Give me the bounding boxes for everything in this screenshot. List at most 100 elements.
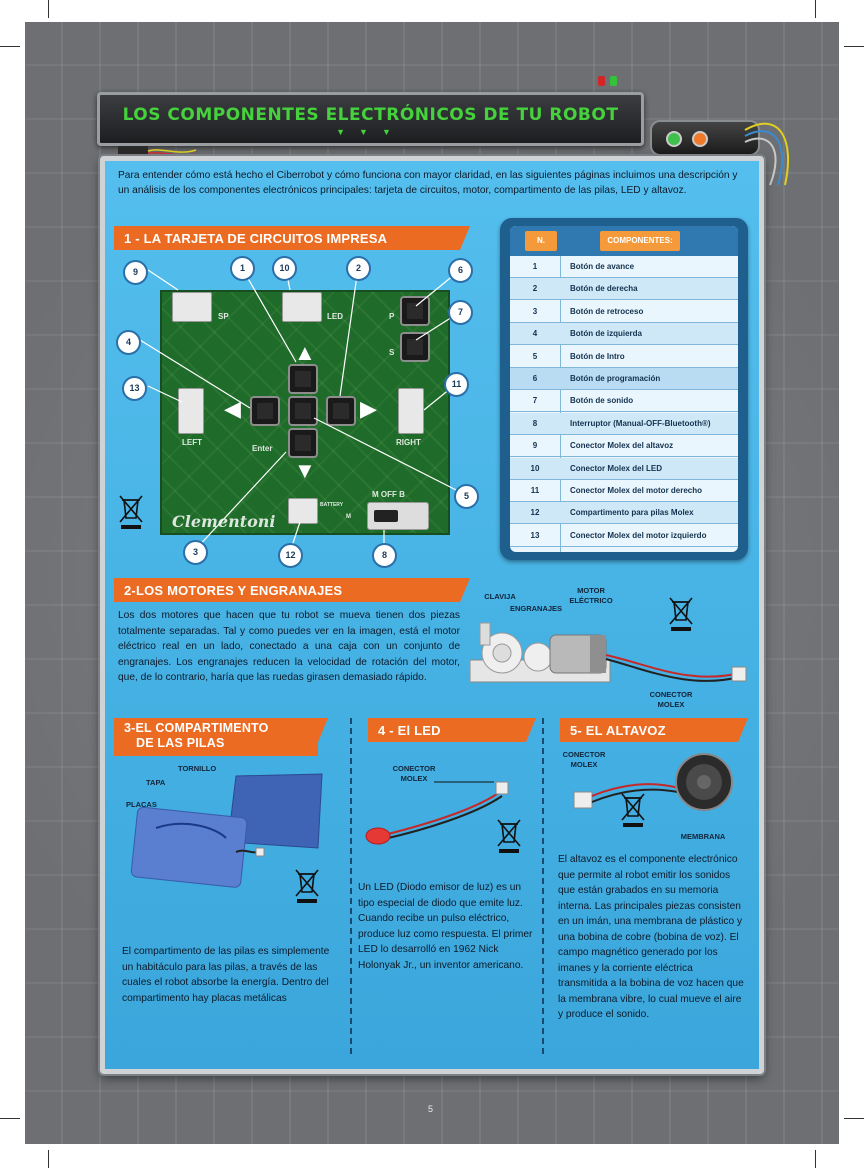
pcb-label-enter: Enter <box>252 444 273 453</box>
callout-12: 12 <box>278 543 303 568</box>
robot-device-graphic <box>650 120 760 156</box>
crop-mark <box>844 1118 864 1119</box>
table-header: N. COMPONENTES: <box>510 226 738 256</box>
callout-7: 7 <box>448 300 473 325</box>
orange-led-icon <box>692 131 708 147</box>
button-3-back <box>288 428 318 458</box>
label-tapa: TAPA <box>146 778 166 787</box>
callout-5: 5 <box>454 484 479 509</box>
callout-9: 9 <box>123 260 148 285</box>
connector-12 <box>288 498 318 524</box>
button-6 <box>400 296 430 326</box>
weee-bin-icon <box>621 793 645 827</box>
callout-4: 4 <box>116 330 141 355</box>
table-divider <box>560 256 561 552</box>
weee-bin-icon <box>669 597 693 631</box>
red-light-icon <box>598 76 605 86</box>
column-separator <box>350 718 352 1054</box>
wires-graphic <box>744 122 790 186</box>
connector-10 <box>282 292 322 322</box>
label-membrana: MEMBRANA <box>680 832 726 841</box>
table-header-number: N. <box>525 231 557 251</box>
connector-11 <box>398 388 424 434</box>
table-row: 2 Botón de derecha <box>510 278 738 301</box>
switch-graphic <box>367 502 429 530</box>
arrow-up-icon: ▲ <box>294 340 316 365</box>
connector-13 <box>178 388 204 434</box>
table-cell-component: Botón de Intro <box>570 351 625 361</box>
section-2-title: 2-LOS MOTORES Y ENGRANAJES <box>114 578 470 602</box>
label-conector-molex-motor: CONECTOR MOLEX <box>649 690 693 709</box>
crop-mark <box>0 1118 20 1119</box>
page-number: 5 <box>428 1104 434 1114</box>
callout-1: 1 <box>230 256 255 281</box>
pcb-label-left: LEFT <box>182 438 202 447</box>
brand-logo: Clementoni <box>172 512 276 531</box>
section-4-text: Un LED (Diodo emisor de luz) es un tipo … <box>358 882 533 971</box>
pcb-label-led: LED <box>327 312 343 321</box>
section-2-text: Los dos motores que hacen que tu robot s… <box>118 610 460 683</box>
intro-paragraph: Para entender cómo está hecho el Ciberro… <box>118 170 738 196</box>
table-cell-number: 10 <box>530 463 540 473</box>
header-bar: LOS COMPONENTES ELECTRÓNICOS DE TU ROBOT… <box>97 92 644 146</box>
table-cell-component: Botón de retroceso <box>570 306 644 316</box>
weee-bin-icon <box>497 819 521 853</box>
label-motor-electrico: MOTOR ELÉCTRICO <box>569 586 613 605</box>
callout-11: 11 <box>444 372 469 397</box>
crop-mark <box>815 0 816 18</box>
crop-mark <box>48 0 49 18</box>
label-placas: PLACAS <box>126 800 157 809</box>
table-cell-number: 5 <box>532 351 538 361</box>
arrow-left-icon: ◀ <box>224 396 241 421</box>
section-3-text: El compartimento de las pilas es simplem… <box>122 946 330 1004</box>
section-3-title-line-1: 3-EL COMPARTIMENTO <box>124 721 269 735</box>
table-cell-number: 9 <box>532 441 538 451</box>
crop-mark <box>48 1150 49 1168</box>
section-5-title: 5- EL ALTAVOZ <box>560 718 748 742</box>
pcb-label-switch: M OFF B <box>372 490 405 499</box>
section-3-title: 3-EL COMPARTIMENTO DE LAS PILAS <box>114 718 328 756</box>
table-cell-component: Compartimento para pilas Molex <box>570 508 694 518</box>
green-light-icon <box>610 76 617 86</box>
table-cell-number: 2 <box>532 284 538 294</box>
section-1-title: 1 - LA TARJETA DE CIRCUITOS IMPRESA <box>114 226 470 250</box>
section-4-title: 4 - El LED <box>368 718 536 742</box>
table-cell-component: Interruptor (Manual-OFF-Bluetooth®) <box>570 418 711 428</box>
connector-9 <box>172 292 212 322</box>
crop-mark <box>844 46 864 47</box>
weee-bin-icon <box>119 495 143 529</box>
pcb-label-s: S <box>389 348 395 357</box>
label-engranajes: ENGRANAJES <box>509 604 563 613</box>
button-4-left <box>250 396 280 426</box>
section-5-text: El altavoz es el componente electrónico … <box>558 854 744 1020</box>
button-2-right <box>326 396 356 426</box>
table-cell-component: Botón de avance <box>570 262 635 271</box>
battery-compartment-image <box>130 773 323 888</box>
table-cell-number: 3 <box>532 306 538 316</box>
arrow-down-icon: ▼ <box>294 458 316 483</box>
callout-6: 6 <box>448 258 473 283</box>
table-cell-component: Botón de izquierda <box>570 329 642 339</box>
pcb-label-right: RIGHT <box>396 438 421 447</box>
table-cell-number: 7 <box>532 396 538 406</box>
table-header-components: COMPONENTES: <box>600 231 680 251</box>
switch-knob <box>374 510 398 522</box>
section-3-title-line-2: DE LAS PILAS <box>136 736 225 750</box>
callout-2: 2 <box>346 256 371 281</box>
motor-gearbox-image <box>470 622 747 683</box>
table-cell-component: Botón de sonido <box>570 396 634 406</box>
table-cell-component: Botón de derecha <box>570 284 638 294</box>
left-wires-graphic <box>118 146 197 156</box>
button-7 <box>400 332 430 362</box>
table-cell-component: Botón de programación <box>570 374 661 383</box>
callout-8: 8 <box>372 543 397 568</box>
